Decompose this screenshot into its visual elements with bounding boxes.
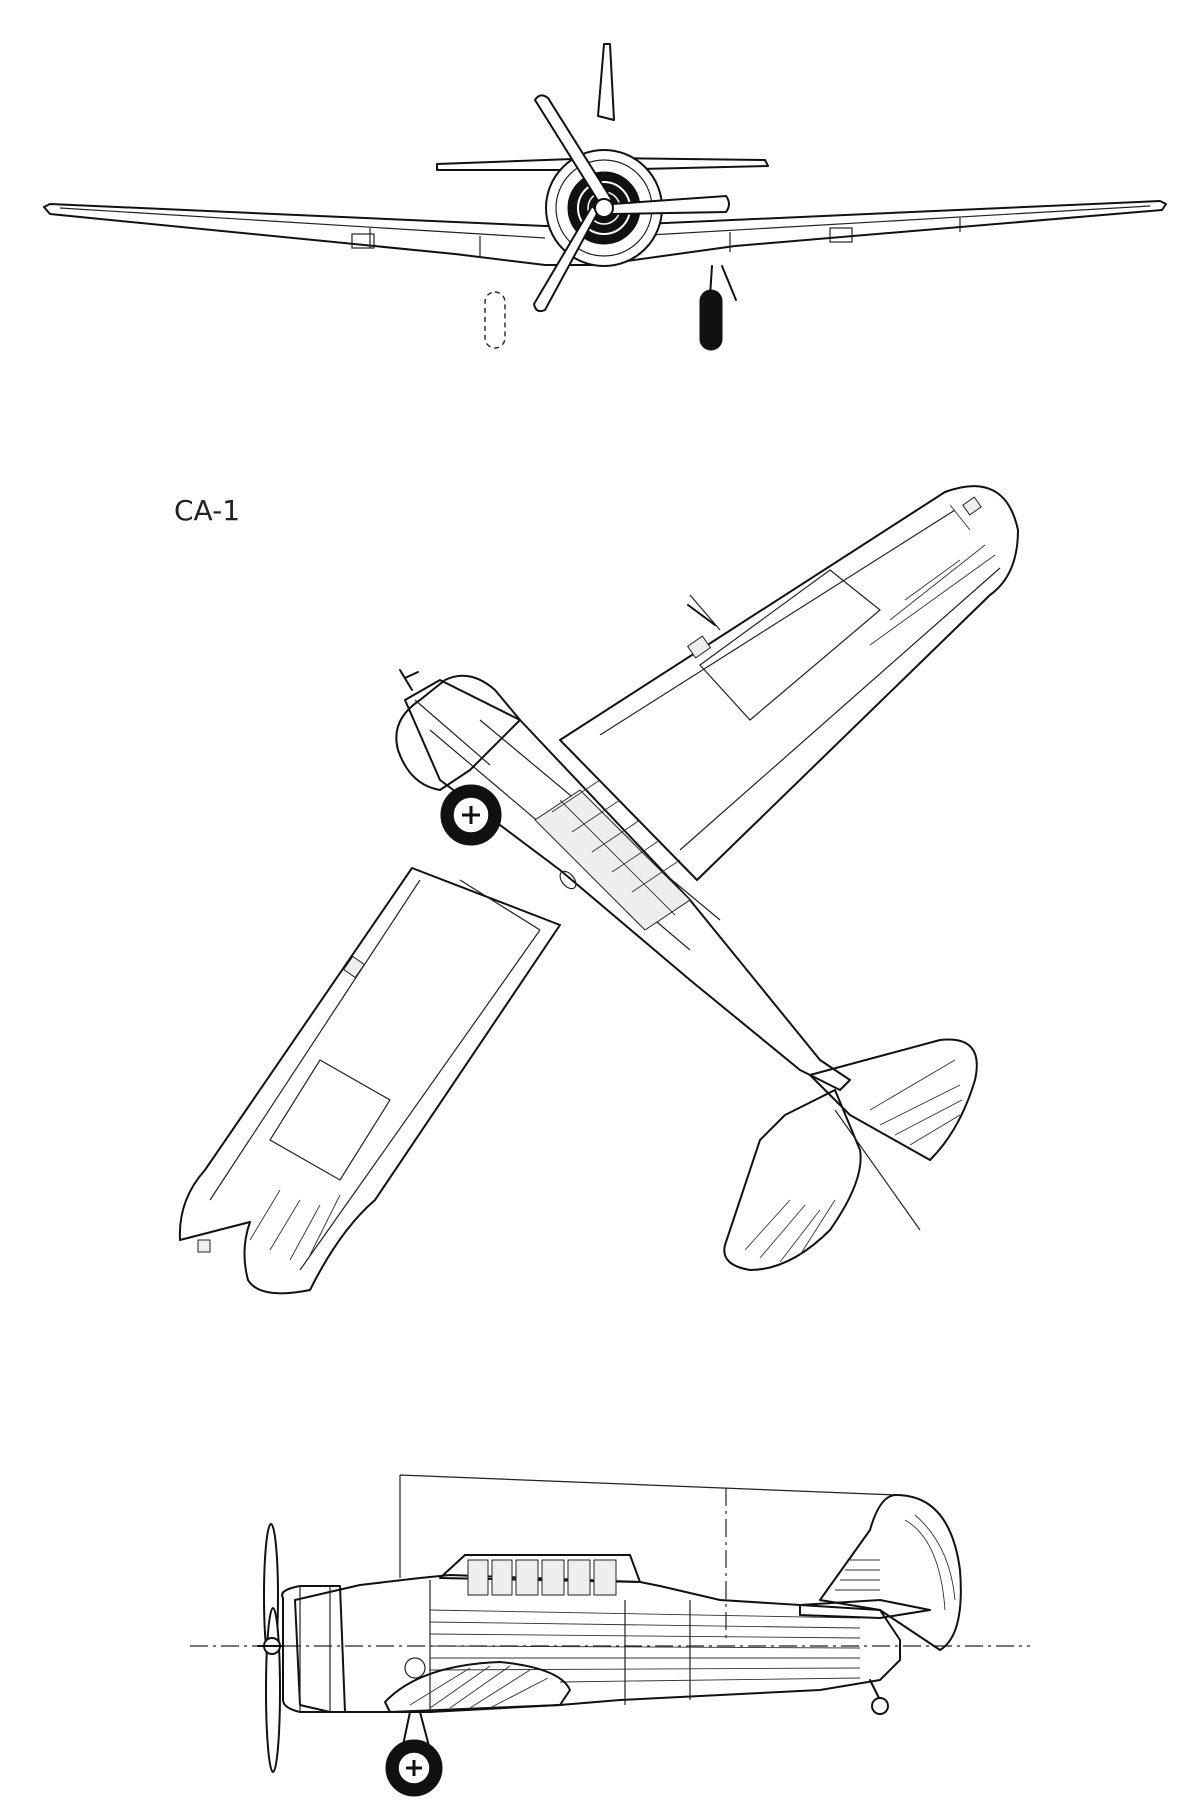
plan-view-canopy — [534, 779, 691, 931]
side-view-tail-wheel — [871, 1697, 889, 1715]
side-view-canopy — [439, 1554, 641, 1596]
plan-view — [178, 485, 1019, 1295]
side-view-propeller — [257, 1523, 284, 1773]
front-view-fin — [597, 43, 615, 121]
plan-view-fuselage — [404, 679, 851, 1091]
side-view-fin — [819, 1494, 962, 1651]
front-view-propeller — [532, 94, 730, 313]
plan-view-lower-wing — [178, 867, 561, 1295]
side-view-wing-outline — [399, 1474, 897, 1578]
aircraft-designation-label: CA-1 — [174, 494, 241, 527]
side-view — [190, 1474, 1030, 1797]
side-view-fuselage-panels — [429, 1580, 861, 1712]
side-view-wing-root — [384, 1661, 571, 1713]
front-view-left-wheel-retracted — [484, 291, 506, 349]
front-view-right-wheel — [699, 289, 723, 351]
plan-view-lower-tailplane — [723, 1089, 862, 1271]
plan-view-cowling — [395, 674, 521, 791]
front-view-wing — [43, 200, 1167, 266]
side-view-tailplane — [799, 1599, 931, 1619]
side-view-cowling — [281, 1585, 346, 1713]
plan-view-upper-tailplane — [809, 1038, 978, 1161]
plan-view-upper-wing — [559, 485, 1019, 881]
front-view — [43, 43, 1167, 351]
side-view-fuselage — [294, 1574, 901, 1713]
